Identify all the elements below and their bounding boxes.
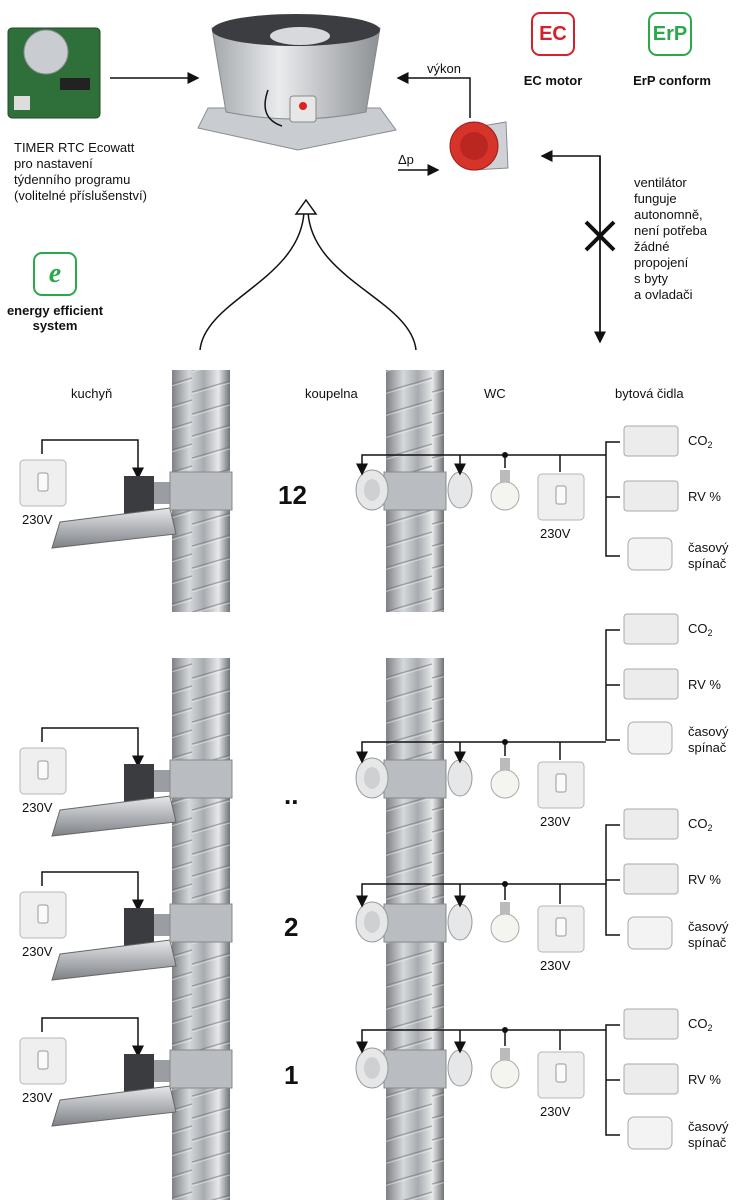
voltage-label: 230V (22, 1090, 53, 1105)
co2-label-text: CO (688, 1016, 708, 1031)
cooker-hood (124, 1054, 154, 1094)
voltage-label: 230V (540, 814, 571, 829)
duct-collar (383, 903, 447, 943)
energy-efficient-badge: e (33, 252, 77, 296)
autonomy-note: ventilátor funguje autonomně, není potře… (634, 175, 708, 302)
voltage-label: 230V (22, 512, 53, 527)
column-sensors: bytová čidla (615, 386, 684, 401)
column-wc: WC (484, 386, 506, 401)
co2-label: CO2 (688, 1016, 713, 1036)
ec-motor-badge: EC (531, 12, 575, 56)
voltage-label: 230V (540, 958, 571, 973)
erp-badge-symbol: ErP (652, 22, 688, 45)
duct-collar (169, 471, 233, 511)
light-bulb (490, 769, 520, 799)
duct-collar (169, 759, 233, 799)
co2-label-subscript: 2 (707, 823, 713, 833)
duct-collar (169, 1049, 233, 1089)
timer-switch-label: časový spínač (688, 1119, 729, 1150)
extract-valve (447, 903, 473, 941)
co2-sensor (623, 425, 679, 457)
co2-label-text: CO (688, 621, 708, 636)
power-label: výkon (427, 61, 461, 76)
timer-switch-device (627, 1116, 673, 1150)
erp-caption: ErP conform (633, 73, 711, 88)
humidity-sensor (623, 668, 679, 700)
floor-number: 1 (284, 1060, 299, 1090)
cooker-hood (124, 476, 154, 516)
extract-valve (447, 471, 473, 509)
humidity-label: RV % (688, 1072, 721, 1087)
co2-sensor (623, 1008, 679, 1040)
ec-badge-symbol: EC (539, 22, 567, 45)
co2-label-subscript: 2 (707, 1023, 713, 1033)
energy-efficient-caption: energy efficient system (6, 303, 104, 333)
pressure-label: Δp (398, 152, 414, 167)
humidity-sensor (623, 1063, 679, 1095)
column-bathroom: koupelna (305, 386, 358, 401)
co2-sensor (623, 808, 679, 840)
floor-number: 2 (284, 912, 299, 942)
erp-badge: ErP (648, 12, 692, 56)
cooker-hood (124, 908, 154, 948)
voltage-label: 230V (22, 944, 53, 959)
humidity-label: RV % (688, 872, 721, 887)
duct-collar (383, 759, 447, 799)
light-bulb (490, 481, 520, 511)
timer-switch-device (627, 916, 673, 950)
ec-motor-caption: EC motor (523, 73, 583, 88)
pressure-sensor (449, 121, 509, 171)
co2-sensor (623, 613, 679, 645)
energy-badge-symbol: e (48, 258, 62, 289)
timer-switch-label: časový spínač (688, 540, 729, 571)
light-bulb (490, 913, 520, 943)
floor-number: 12 (278, 480, 307, 510)
co2-label-text: CO (688, 433, 708, 448)
voltage-label: 230V (540, 1104, 571, 1119)
light-bulb (490, 1059, 520, 1089)
duct-collar (169, 903, 233, 943)
timer-switch-device (627, 537, 673, 571)
co2-label-text: CO (688, 816, 708, 831)
humidity-sensor (623, 863, 679, 895)
floor-number: .. (284, 780, 299, 810)
duct-collar (383, 1049, 447, 1089)
timer-switch-label: časový spínač (688, 724, 729, 755)
cooker-hood (124, 764, 154, 804)
co2-label-subscript: 2 (707, 628, 713, 638)
voltage-label: 230V (540, 526, 571, 541)
roof-fan (197, 14, 397, 151)
co2-label: CO2 (688, 816, 713, 836)
extract-valve (447, 1049, 473, 1087)
timer-rtc-module (7, 27, 101, 119)
timer-switch-device (627, 721, 673, 755)
column-kitchen: kuchyň (71, 386, 113, 401)
humidity-label: RV % (688, 677, 721, 692)
co2-label-subscript: 2 (707, 440, 713, 450)
humidity-sensor (623, 480, 679, 512)
voltage-label: 230V (22, 800, 53, 815)
duct-collar (383, 471, 447, 511)
extract-valve (447, 759, 473, 797)
timer-switch-label: časový spínač (688, 919, 729, 950)
timer-rtc-label: TIMER RTC Ecowatt pro nastavení týdenníh… (14, 140, 147, 203)
co2-label: CO2 (688, 621, 713, 641)
humidity-label: RV % (688, 489, 721, 504)
co2-label: CO2 (688, 433, 713, 453)
